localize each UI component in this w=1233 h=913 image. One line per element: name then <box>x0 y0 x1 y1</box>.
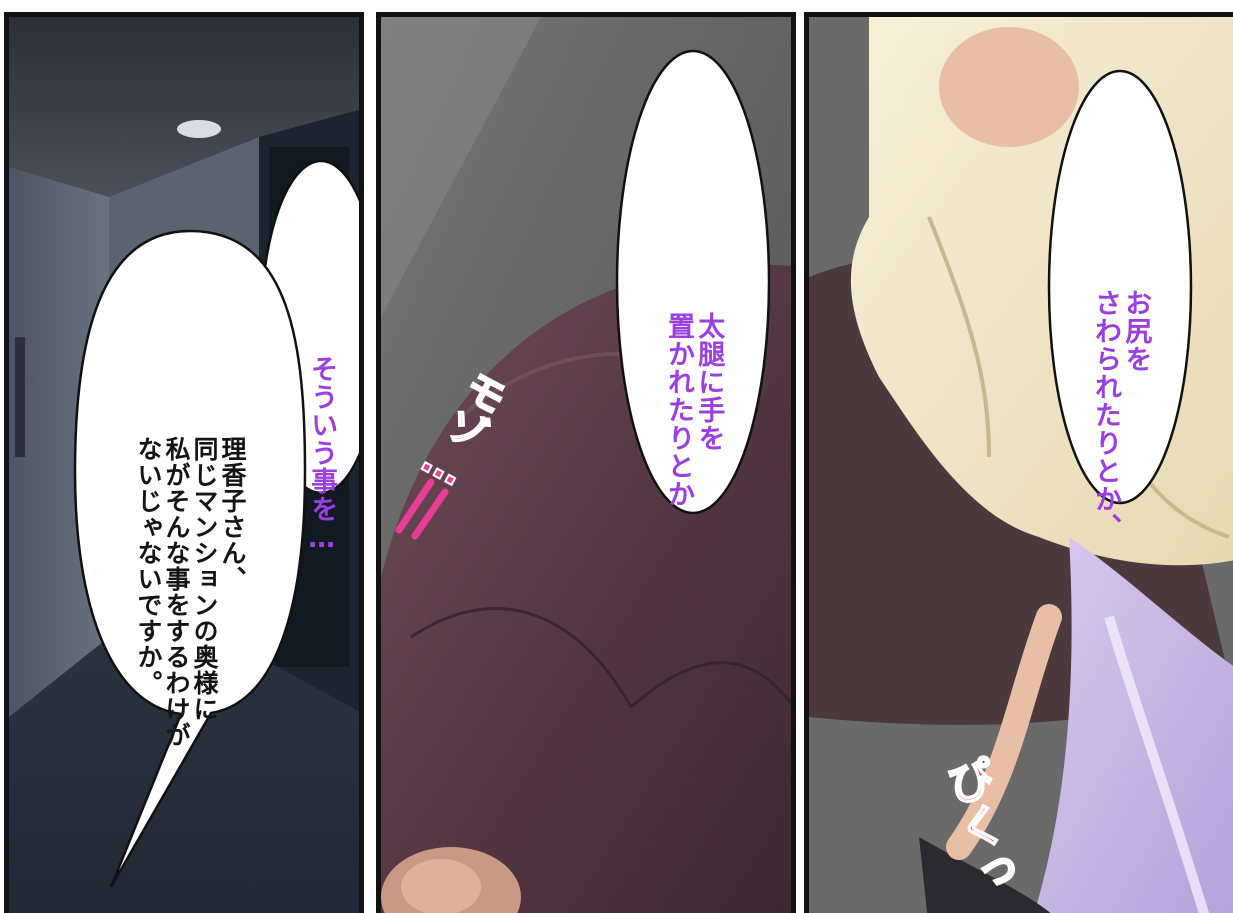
panel-thigh: 太腿に手を 置かれたりとか モゾ… <box>376 12 796 913</box>
bubble-text-souiu: そういう事を… <box>306 355 338 555</box>
panel-hallway: そういう事を… 理香子さん、 同じマンションの奥様に 私がそんな事をするわけが … <box>4 12 364 913</box>
speech-bubble-rikako: 理香子さん、 同じマンションの奥様に 私がそんな事をするわけが ないじゃないです… <box>71 227 309 888</box>
speech-bubble-oshiri: お尻を さわられたりとか、 <box>1045 67 1195 541</box>
speech-bubble-futomomo: 太腿に手を 置かれたりとか <box>613 47 773 517</box>
panel-hip: お尻を さわられたりとか、 ぴくっ <box>804 12 1233 913</box>
bubble-text-oshiri: お尻を さわられたりとか、 <box>1090 289 1152 541</box>
hallway-background <box>9 17 359 913</box>
bubble-text-futomomo: 太腿に手を 置かれたりとか <box>663 312 725 508</box>
bubble-text-rikako: 理香子さん、 同じマンションの奥様に 私がそんな事をするわけが ないじゃないです… <box>134 436 247 748</box>
